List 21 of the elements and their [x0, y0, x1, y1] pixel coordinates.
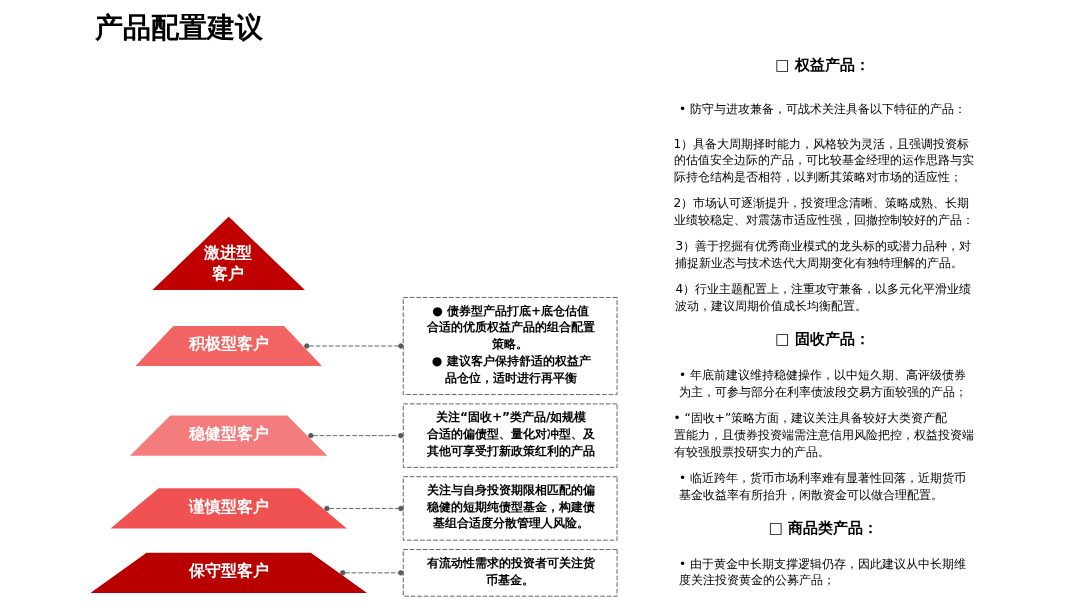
label: 3）善于挖掘有优秀商业模式的龙头标的或潜力品种，对捕捉新业态与技术迭代大周期变化有独特理解的产品。 [674, 239, 971, 271]
label: • 临近跨年，货币市场利率难有显著性回落，近期货币基金收益率有所抬升，闲散资金可以做合理配置。 [678, 470, 966, 502]
label: 1）具备大周期择时能力，风格较为灵活，且强调投资标的估值安全边际的产品，可比较基金经理的运作思路与实际持仓结构是否相符，以判断其策略对市场的适应性； [673, 136, 974, 185]
label: 4）行业主题配置上，注重攻守兼备，以多元化平滑业绩波动，建议周期价值成长均衡配置。 [674, 282, 971, 313]
node-box: 关注“固收+”类产品/如规模合适的偏债型、量化对冲型、及其他可享受打新政策红利的产品 [402, 403, 617, 468]
diagram-title: 产品配置建议 [94, 11, 263, 45]
connector [323, 505, 404, 512]
label: □ 固收产品： [774, 329, 870, 348]
node-box: ● 债券型产品打底+底仓估值合适的优质权益产品的组合配置策略。 ● 建议客户保持舒适的权益产品仓位，适时进行再平衡 [402, 297, 617, 395]
label: □ 权益产品： [774, 55, 870, 74]
connector [307, 432, 403, 439]
label: • “固收+”策略方面，建议关注具备较好大类资产配置能力，且债券投资端需注意信用风险把控，权益投资端有较强股票投研实力的产品。 [673, 411, 974, 459]
connector [339, 570, 403, 576]
node-box: 有流动性需求的投资者可关注货币基金。 [402, 549, 617, 597]
node-box: 关注与自身投资期限相匹配的偏稳健的短期纯债型基金，构建债基组合适度分散管理人风险。 [402, 476, 617, 541]
connector [303, 343, 404, 349]
label: • 由于黄金中长期支撑逻辑仍存，因此建议从中长期维度关注投资黄金的公募产品； [678, 556, 966, 588]
label: • 年底前建议维持稳健操作，以中短久期、高评级债券为主，可参与部分在利率债波段交易方面较强的产品； [678, 368, 967, 399]
label: 2）市场认可逐渐提升，投资理念清晰、策略成熟、长期业绩较稳定、对震荡市适应性强，回撤控制较好的产品： [673, 196, 974, 228]
label: □ 商品类产品： [768, 518, 878, 537]
label: • 防守与进攻兼备，可战术关注具备以下特征的产品： [678, 102, 966, 116]
